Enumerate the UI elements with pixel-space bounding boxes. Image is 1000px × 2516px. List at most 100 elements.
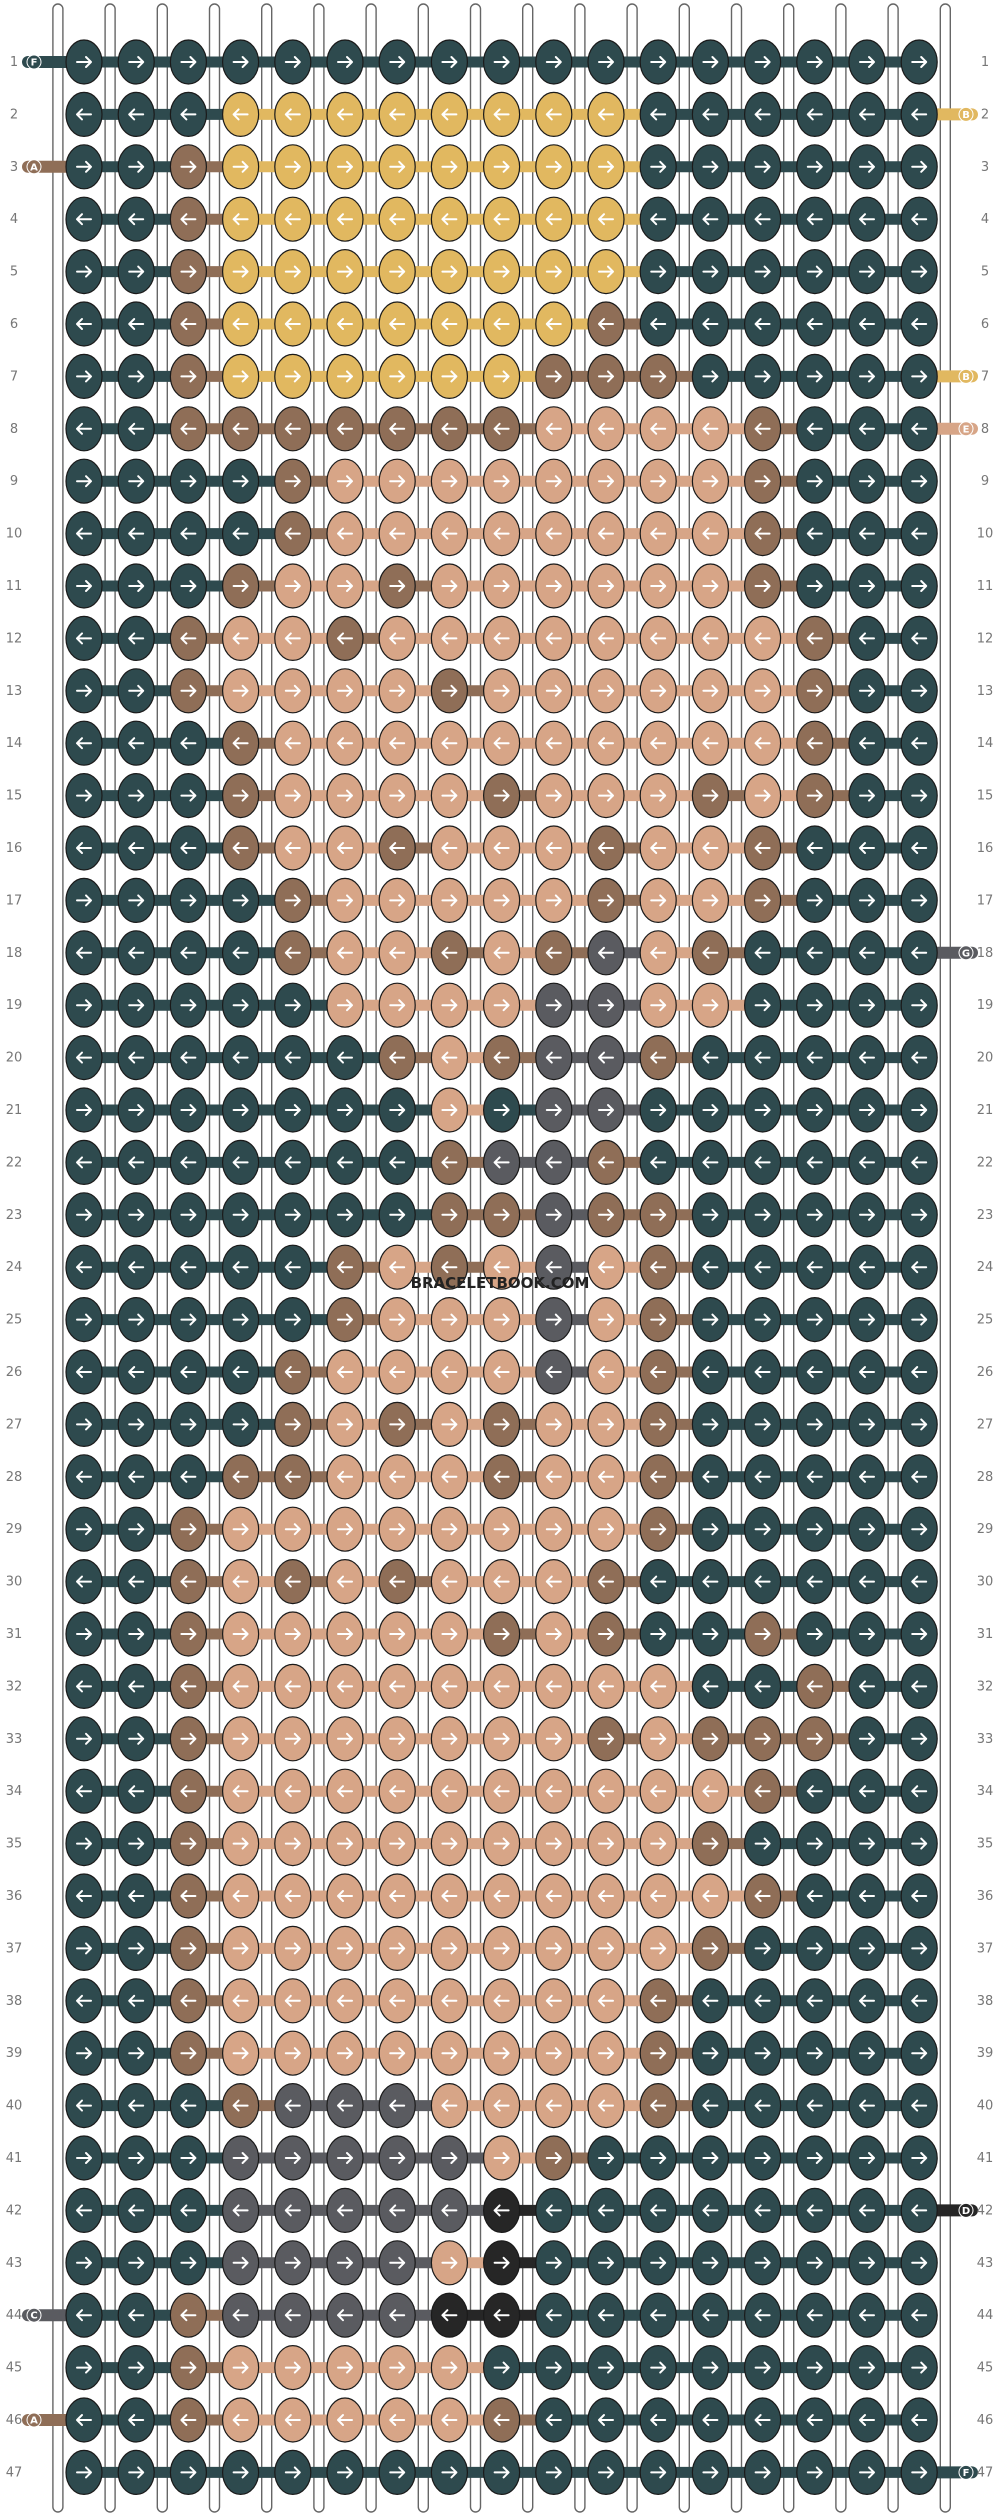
knot[interactable] — [639, 1034, 677, 1081]
knot[interactable] — [743, 353, 782, 399]
knot[interactable] — [639, 2345, 677, 2391]
knot[interactable] — [796, 1192, 834, 1238]
knot[interactable] — [587, 1978, 625, 2024]
knot[interactable] — [691, 1716, 730, 1762]
knot[interactable] — [587, 458, 625, 504]
knot[interactable] — [691, 2135, 730, 2181]
knot[interactable] — [483, 510, 521, 557]
knot[interactable] — [65, 982, 103, 1028]
knot[interactable] — [587, 2135, 625, 2181]
knot[interactable] — [639, 825, 677, 871]
knot[interactable] — [117, 196, 155, 242]
knot[interactable] — [65, 877, 103, 924]
knot[interactable] — [796, 1454, 834, 1500]
knot[interactable] — [848, 720, 886, 766]
knot[interactable] — [222, 1401, 260, 1448]
knot[interactable] — [848, 2240, 886, 2286]
knot[interactable] — [535, 144, 573, 190]
knot[interactable] — [639, 615, 677, 662]
knot[interactable] — [796, 406, 834, 452]
knot[interactable] — [848, 1716, 886, 1762]
knot[interactable] — [326, 249, 364, 295]
knot[interactable] — [900, 2030, 938, 2076]
knot[interactable] — [326, 2240, 364, 2286]
knot[interactable] — [743, 615, 782, 662]
knot[interactable] — [274, 1034, 312, 1081]
knot[interactable] — [169, 2240, 207, 2286]
knot[interactable] — [65, 144, 103, 190]
knot[interactable] — [169, 563, 207, 609]
knot[interactable] — [326, 1139, 364, 1186]
knot[interactable] — [535, 1873, 573, 1919]
knot[interactable] — [796, 2083, 834, 2129]
knot[interactable] — [222, 1558, 260, 1605]
knot[interactable] — [274, 563, 312, 609]
knot[interactable] — [900, 720, 938, 766]
knot[interactable] — [169, 1454, 207, 1500]
knot[interactable] — [535, 982, 573, 1028]
knot[interactable] — [796, 1768, 834, 1814]
knot[interactable] — [691, 1296, 730, 1343]
knot[interactable] — [796, 1401, 834, 1448]
knot[interactable] — [169, 1506, 207, 1552]
knot[interactable] — [587, 1192, 625, 1238]
knot[interactable] — [900, 877, 938, 924]
knot[interactable] — [587, 877, 625, 924]
knot[interactable] — [169, 510, 207, 557]
knot[interactable] — [848, 2187, 886, 2233]
knot[interactable] — [378, 1506, 416, 1552]
knot[interactable] — [430, 1244, 468, 1290]
knot[interactable] — [430, 196, 468, 242]
knot[interactable] — [430, 1611, 468, 1657]
knot[interactable] — [65, 2083, 103, 2129]
knot[interactable] — [900, 1244, 938, 1290]
knot[interactable] — [326, 1244, 364, 1290]
knot[interactable] — [430, 1087, 468, 1133]
knot[interactable] — [378, 1192, 416, 1238]
knot[interactable] — [691, 2030, 730, 2076]
knot[interactable] — [430, 1663, 468, 1710]
knot[interactable] — [169, 877, 207, 924]
knot[interactable] — [326, 1349, 364, 1395]
knot[interactable] — [848, 353, 886, 399]
knot[interactable] — [117, 1611, 155, 1657]
knot[interactable] — [535, 1558, 573, 1605]
knot[interactable] — [169, 1296, 207, 1343]
knot[interactable] — [378, 458, 416, 504]
knot[interactable] — [274, 2135, 312, 2181]
knot[interactable] — [796, 2187, 834, 2233]
knot[interactable] — [378, 301, 416, 347]
knot[interactable] — [222, 2449, 260, 2495]
knot[interactable] — [326, 458, 364, 504]
knot[interactable] — [430, 1558, 468, 1605]
knot[interactable] — [743, 2292, 782, 2338]
knot[interactable] — [65, 1506, 103, 1552]
knot[interactable] — [378, 249, 416, 295]
knot[interactable] — [274, 2083, 312, 2129]
knot[interactable] — [848, 615, 886, 662]
knot[interactable] — [378, 1768, 416, 1814]
knot[interactable] — [691, 1034, 730, 1081]
knot[interactable] — [587, 615, 625, 662]
knot[interactable] — [222, 772, 260, 819]
knot[interactable] — [378, 668, 416, 714]
knot[interactable] — [65, 458, 103, 504]
knot[interactable] — [378, 1925, 416, 1972]
knot[interactable] — [900, 1401, 938, 1448]
knot[interactable] — [169, 1716, 207, 1762]
knot[interactable] — [535, 510, 573, 557]
knot[interactable] — [796, 1349, 834, 1395]
knot[interactable] — [848, 39, 886, 85]
knot[interactable] — [743, 1506, 782, 1552]
knot[interactable] — [274, 1087, 312, 1133]
knot[interactable] — [483, 615, 521, 662]
knot[interactable] — [691, 1558, 730, 1605]
knot[interactable] — [65, 249, 103, 295]
knot[interactable] — [430, 1978, 468, 2024]
knot[interactable] — [65, 2030, 103, 2076]
knot[interactable] — [169, 2030, 207, 2076]
knot[interactable] — [848, 772, 886, 819]
knot[interactable] — [274, 1716, 312, 1762]
knot[interactable] — [222, 982, 260, 1028]
knot[interactable] — [639, 563, 677, 609]
